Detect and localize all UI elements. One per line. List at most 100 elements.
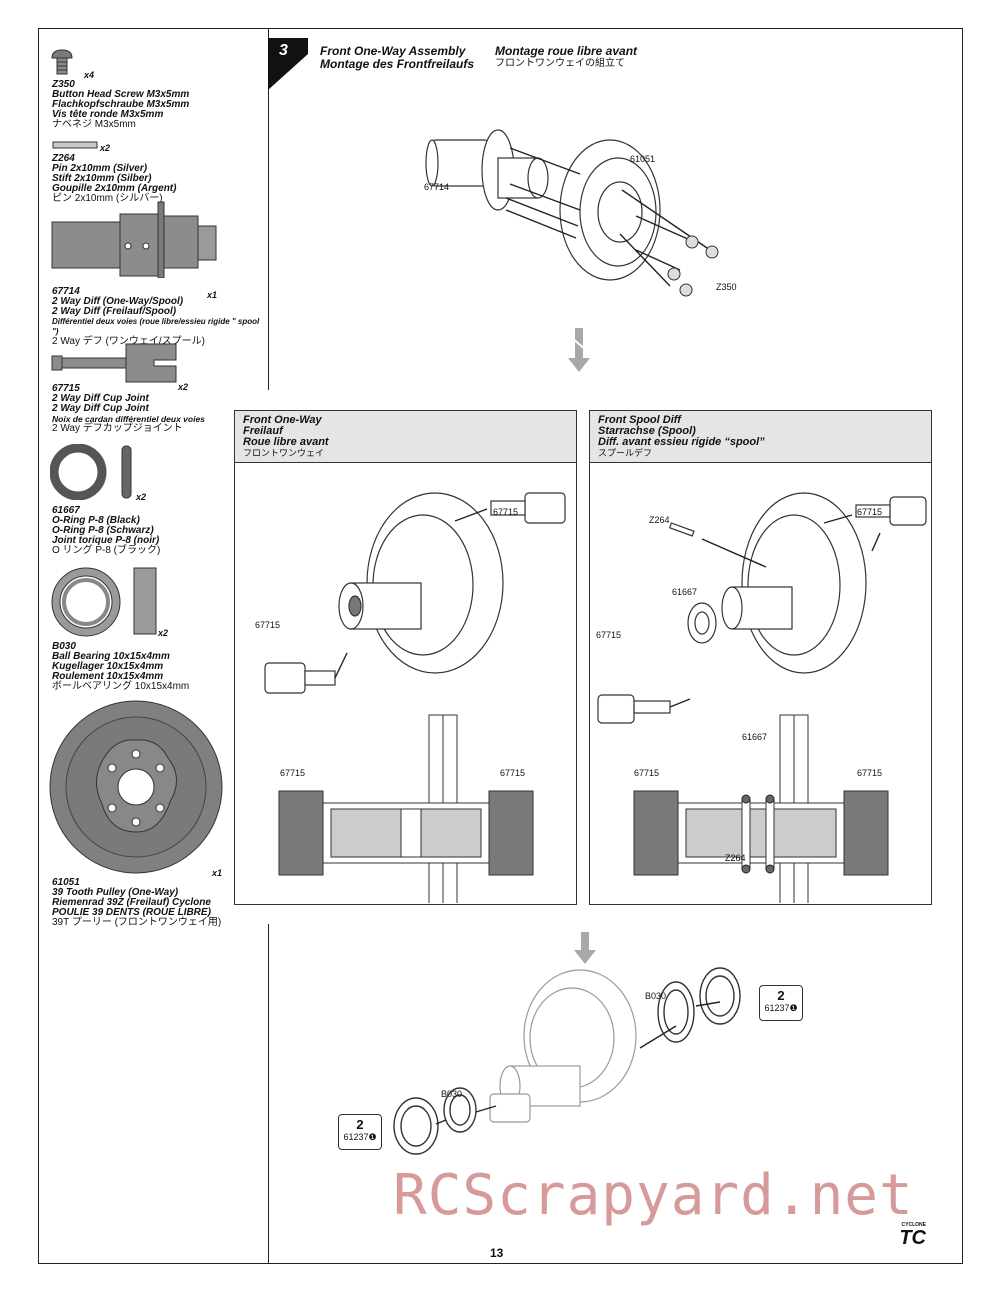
spool-assembly-drawing bbox=[597, 492, 927, 903]
screw-icon bbox=[51, 49, 73, 75]
label-b030: B030 bbox=[441, 1089, 463, 1099]
panel-title-jp: スプールデフ bbox=[598, 448, 653, 458]
part-name-fr: Roulement 10x15x4mm bbox=[52, 671, 164, 682]
reference-part-code: 61237❶ bbox=[343, 1132, 377, 1142]
one-way-assembly-drawing bbox=[264, 492, 566, 903]
reference-step-number: 2 bbox=[356, 1117, 364, 1132]
part-name-de: Flachkopfschraube M3x5mm bbox=[52, 99, 190, 110]
part-name-en: O-Ring P-8 (Black) bbox=[52, 515, 140, 526]
step-title-en: Front One-Way Assembly bbox=[320, 44, 466, 58]
panel-title-en: Front One-Way bbox=[243, 414, 322, 426]
part-name-fr: POULIE 39 DENTS (ROUE LIBRE) bbox=[52, 907, 211, 918]
panel-title-fr: Diff. avant essieu rigide “spool” bbox=[598, 436, 765, 448]
part-qty: x4 bbox=[84, 70, 95, 80]
part-name-en: 2 Way Diff (One-Way/Spool) bbox=[52, 296, 184, 307]
part-code: 61051 bbox=[52, 877, 80, 888]
page-number: 13 bbox=[490, 1246, 504, 1260]
reference-part-code: 61237❶ bbox=[764, 1003, 798, 1013]
down-arrow-icon bbox=[568, 328, 590, 372]
part-name-jp: 2 Way デフカップジョイント bbox=[52, 423, 183, 434]
exploded-view-bottom bbox=[393, 967, 741, 1155]
part-61667: 61667 O-Ring P-8 (Black) O-Ring P-8 (Sch… bbox=[52, 506, 262, 556]
step-number: 3 bbox=[279, 42, 288, 59]
step-title-block: Front One-Way Assembly Montage des Front… bbox=[320, 45, 474, 71]
part-name-jp: O リング P-8 (ブラック) bbox=[52, 545, 161, 556]
part-code: B030 bbox=[52, 641, 76, 652]
part-61051: 61051 39 Tooth Pulley (One-Way) Riemenra… bbox=[52, 878, 267, 928]
label-61667: 61667 bbox=[742, 732, 768, 742]
panel-title-jp: フロントワンウェイ bbox=[243, 448, 325, 458]
part-code: 67714 bbox=[52, 286, 80, 297]
label-67715: 67715 bbox=[857, 507, 883, 517]
label-67715: 67715 bbox=[255, 620, 281, 630]
panel-header: Front One-Way Freilauf Roue libre avant … bbox=[235, 411, 576, 463]
part-67715: 67715 2 Way Diff Cup Joint 2 Way Diff Cu… bbox=[52, 384, 262, 434]
label-67715: 67715 bbox=[493, 507, 519, 517]
logo-text: TC bbox=[899, 1227, 926, 1249]
part-name-de: Kugellager 10x15x4mm bbox=[52, 661, 164, 672]
part-qty: x2 bbox=[178, 382, 189, 392]
part-b030: B030 Ball Bearing 10x15x4mm Kugellager 1… bbox=[52, 642, 262, 692]
label-67715: 67715 bbox=[634, 768, 660, 778]
panel-title-en: Front Spool Diff bbox=[598, 414, 681, 426]
panel-header: Front Spool Diff Starrachse (Spool) Diff… bbox=[590, 411, 931, 463]
part-name-fr: Vis tête ronde M3x5mm bbox=[52, 109, 164, 120]
label-61051: 61051 bbox=[630, 154, 656, 164]
label-z350: Z350 bbox=[716, 282, 737, 292]
part-name-jp: ナベネジ M3x5mm bbox=[52, 119, 136, 130]
label-z264: Z264 bbox=[725, 853, 746, 863]
part-name-de: 2 Way Diff Cup Joint bbox=[52, 403, 149, 414]
panel-title-fr: Roue libre avant bbox=[243, 436, 329, 448]
cup-joint-icon bbox=[51, 343, 177, 383]
pulley-icon bbox=[49, 700, 223, 874]
part-name-en: 39 Tooth Pulley (One-Way) bbox=[52, 887, 179, 898]
exploded-view-top bbox=[425, 129, 719, 297]
part-name-de: O-Ring P-8 (Schwarz) bbox=[52, 525, 154, 536]
step-title-fr: Montage roue libre avant bbox=[495, 44, 638, 58]
label-61667: 61667 bbox=[672, 587, 698, 597]
panel-title-de: Starrachse (Spool) bbox=[598, 425, 696, 437]
label-67715: 67715 bbox=[596, 630, 622, 640]
logo-subtext: CYCLONE bbox=[901, 1222, 926, 1228]
part-qty: x1 bbox=[207, 290, 218, 300]
column-divider-bottom bbox=[268, 924, 269, 1264]
o-ring-icon bbox=[50, 444, 132, 500]
part-name-de: 2 Way Diff (Freilauf/Spool) bbox=[52, 306, 177, 317]
label-67714: 67714 bbox=[424, 182, 450, 192]
part-name-de: Stift 2x10mm (Silber) bbox=[52, 173, 152, 184]
part-name-fr: Joint torique P-8 (noir) bbox=[52, 535, 160, 546]
cyclone-tc-logo: CYCLONE TC bbox=[892, 1222, 926, 1250]
part-name-fr: Noix de cardan différentiel deux voies bbox=[52, 414, 205, 424]
label-b030: B030 bbox=[645, 991, 667, 1001]
part-name-de: Riemenrad 39Z (Freilauf) Cyclone bbox=[52, 897, 211, 908]
panel-front-one-way: Front One-Way Freilauf Roue libre avant … bbox=[234, 410, 577, 905]
part-name-jp: ボールベアリング 10x15x4mm bbox=[52, 681, 190, 692]
panel-front-spool-diff: Front Spool Diff Starrachse (Spool) Diff… bbox=[589, 410, 932, 905]
step-title-block-2: Montage roue libre avant フロントワンウェイの組立て bbox=[495, 45, 637, 70]
part-qty: x1 bbox=[212, 868, 223, 878]
part-name-fr: Goupille 2x10mm (Argent) bbox=[52, 183, 177, 194]
diff-housing-icon bbox=[51, 201, 217, 278]
label-z264: Z264 bbox=[649, 515, 670, 525]
part-name-en: 2 Way Diff Cup Joint bbox=[52, 393, 149, 404]
part-name-jp: 2 Way デフ (ワンウェイ/スプール) bbox=[52, 336, 205, 347]
part-qty: x2 bbox=[136, 492, 147, 502]
watermark: RCScrapyard.net bbox=[393, 1163, 914, 1228]
label-67715: 67715 bbox=[857, 768, 883, 778]
part-z350: Z350 Button Head Screw M3x5mm Flachkopfs… bbox=[52, 80, 262, 130]
part-name-jp: 39T プーリー (フロントワンウェイ用) bbox=[52, 917, 222, 928]
label-67715: 67715 bbox=[280, 768, 306, 778]
part-code: 67715 bbox=[52, 383, 80, 394]
down-arrow-icon bbox=[574, 932, 596, 964]
step-title-de: Montage des Frontfreilaufs bbox=[320, 57, 475, 71]
step-title-jp: フロントワンウェイの組立て bbox=[495, 58, 625, 69]
bearing-icon bbox=[51, 567, 157, 637]
part-name-en: Button Head Screw M3x5mm bbox=[52, 89, 190, 100]
reference-step-number: 2 bbox=[777, 988, 785, 1003]
reference-box: 2 61237❶ bbox=[759, 985, 803, 1021]
pin-icon bbox=[52, 141, 98, 149]
part-code: Z350 bbox=[52, 79, 75, 90]
part-qty: x2 bbox=[158, 628, 169, 638]
part-qty: x2 bbox=[100, 143, 111, 153]
column-divider-top bbox=[268, 28, 269, 390]
